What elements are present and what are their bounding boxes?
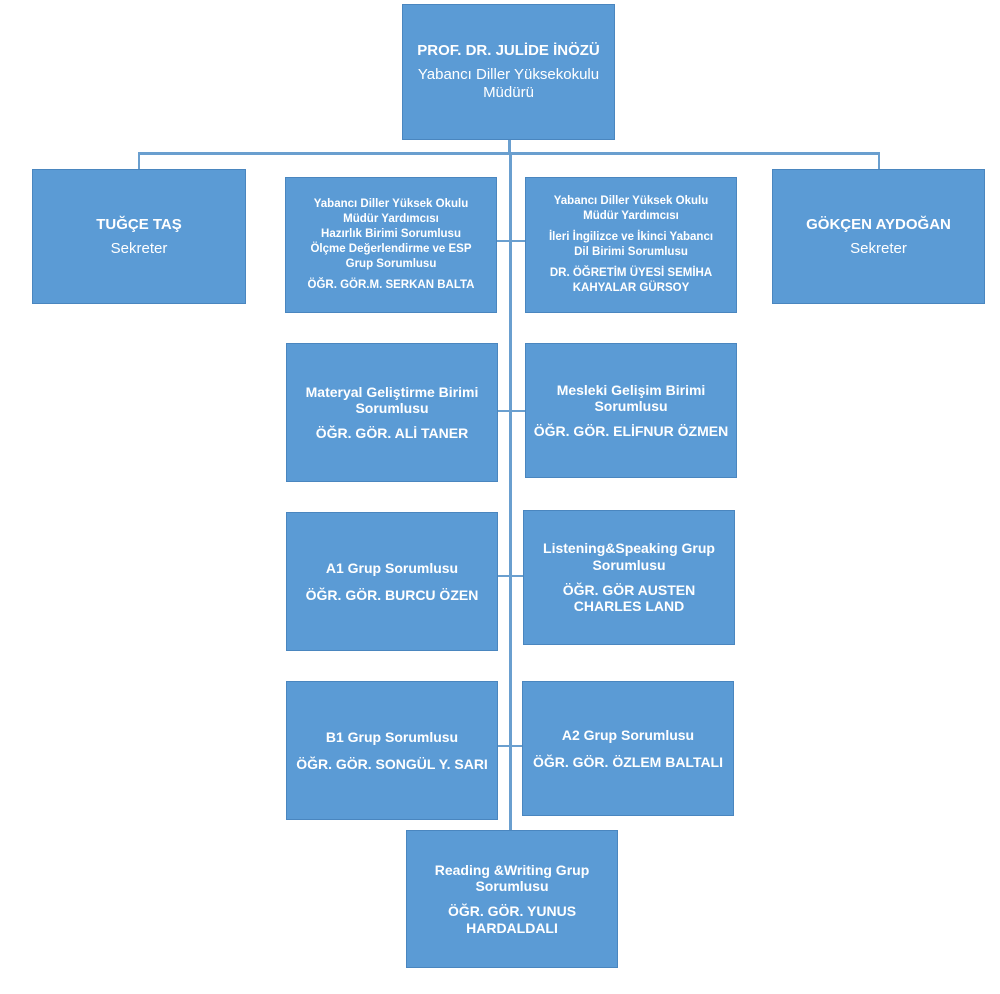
connector-director-down xyxy=(508,139,511,153)
connector-row3-right xyxy=(511,575,525,577)
deputy-left-line: Müdür Yardımcısı xyxy=(343,213,439,226)
a1-group-role: A1 Grup Sorumlusu xyxy=(325,559,459,576)
connector-deputy-left xyxy=(496,240,510,242)
deputy-right-person-line1: DR. ÖĞRETİM ÜYESİ SEMİHA xyxy=(549,266,713,279)
deputy-right-line: Müdür Yardımcısı xyxy=(583,210,679,223)
listening-speaking-person-line1: ÖĞR. GÖR AUSTEN xyxy=(562,581,696,598)
b1-group-box: B1 Grup Sorumlusu ÖĞR. GÖR. SONGÜL Y. SA… xyxy=(286,681,498,820)
secretary-right-role: Sekreter xyxy=(850,239,907,257)
connector-row2-right xyxy=(511,410,526,412)
deputy-left-line: Hazırlık Birimi Sorumlusu xyxy=(321,228,461,241)
professional-dev-person: ÖĞR. GÖR. ELİFNUR ÖZMEN xyxy=(533,422,729,439)
reading-writing-role-line2: Sorumlusu xyxy=(475,878,549,895)
a1-group-box: A1 Grup Sorumlusu ÖĞR. GÖR. BURCU ÖZEN xyxy=(286,512,498,651)
secretary-left-name: TUĞÇE TAŞ xyxy=(96,215,182,233)
material-unit-person: ÖĞR. GÖR. ALİ TANER xyxy=(315,424,469,441)
deputy-right-person-line2: KAHYALAR GÜRSOY xyxy=(572,281,690,294)
deputy-left-line: Yabancı Diller Yüksek Okulu xyxy=(313,198,469,211)
a2-group-person: ÖĞR. GÖR. ÖZLEM BALTALI xyxy=(532,753,724,770)
reading-writing-person-line2: HARDALDALI xyxy=(466,919,558,936)
a1-group-person: ÖĞR. GÖR. BURCU ÖZEN xyxy=(305,586,479,603)
connector-row4-left xyxy=(496,745,510,747)
deputy-left-person: ÖĞR. GÖR.M. SERKAN BALTA xyxy=(307,278,475,291)
professional-dev-box: Mesleki Gelişim Birimi Sorumlusu ÖĞR. GÖ… xyxy=(525,343,737,478)
deputy-right-line: Yabancı Diller Yüksek Okulu xyxy=(553,195,709,208)
director-name: PROF. DR. JULİDE İNÖZÜ xyxy=(417,42,600,60)
connector-row3-left xyxy=(496,575,510,577)
connector-left-secretary xyxy=(138,152,140,170)
deputy-right-unit-line: Dil Birimi Sorumlusu xyxy=(574,246,688,258)
reading-writing-person-line1: ÖĞR. GÖR. YUNUS xyxy=(447,903,577,919)
listening-speaking-role-line1: Listening&Speaking Grup xyxy=(543,540,715,557)
professional-dev-role-line1: Mesleki Gelişim Birimi xyxy=(556,381,706,398)
material-unit-box: Materyal Geliştirme Birimi Sorumlusu ÖĞR… xyxy=(286,343,498,482)
deputy-left-line: Ölçme Değerlendirme ve ESP xyxy=(310,243,472,255)
deputy-left-box: Yabancı Diller Yüksek Okulu Müdür Yardım… xyxy=(285,177,497,313)
material-unit-role-line2: Sorumlusu xyxy=(355,400,429,417)
deputy-right-box: Yabancı Diller Yüksek Okulu Müdür Yardım… xyxy=(525,177,737,313)
a2-group-role: A2 Grup Sorumlusu xyxy=(561,726,695,743)
reading-writing-role-line1: Reading &Writing Grup xyxy=(434,861,590,878)
b1-group-role: B1 Grup Sorumlusu xyxy=(325,728,459,745)
listening-speaking-box: Listening&Speaking Grup Sorumlusu ÖĞR. G… xyxy=(523,510,735,645)
director-title-line1: Yabancı Diller Yüksekokulu xyxy=(417,66,600,84)
director-box: PROF. DR. JULİDE İNÖZÜ Yabancı Diller Yü… xyxy=(402,4,615,140)
listening-speaking-person-line2: CHARLES LAND xyxy=(573,598,685,615)
connector-trunk xyxy=(509,152,512,832)
connector-right-secretary xyxy=(878,152,880,170)
secretary-right-name: GÖKÇEN AYDOĞAN xyxy=(806,215,951,233)
director-title-line2: Müdürü xyxy=(483,83,534,101)
secretary-right-box: GÖKÇEN AYDOĞAN Sekreter xyxy=(772,169,985,304)
professional-dev-role-line2: Sorumlusu xyxy=(594,398,668,415)
b1-group-person: ÖĞR. GÖR. SONGÜL Y. SARI xyxy=(296,755,488,772)
deputy-right-unit-line: İleri İngilizce ve İkinci Yabancı xyxy=(548,231,714,244)
listening-speaking-role-line2: Sorumlusu xyxy=(592,556,666,573)
connector-deputy-right xyxy=(511,240,526,242)
material-unit-role-line1: Materyal Geliştirme Birimi xyxy=(305,383,479,400)
connector-row4-right xyxy=(511,745,523,747)
connector-row2-left xyxy=(496,410,510,412)
secretary-left-role: Sekreter xyxy=(110,239,168,257)
secretary-left-box: TUĞÇE TAŞ Sekreter xyxy=(32,169,246,304)
reading-writing-box: Reading &Writing Grup Sorumlusu ÖĞR. GÖR… xyxy=(406,830,618,968)
a2-group-box: A2 Grup Sorumlusu ÖĞR. GÖR. ÖZLEM BALTAL… xyxy=(522,681,734,816)
deputy-left-line: Grup Sorumlusu xyxy=(345,257,437,270)
